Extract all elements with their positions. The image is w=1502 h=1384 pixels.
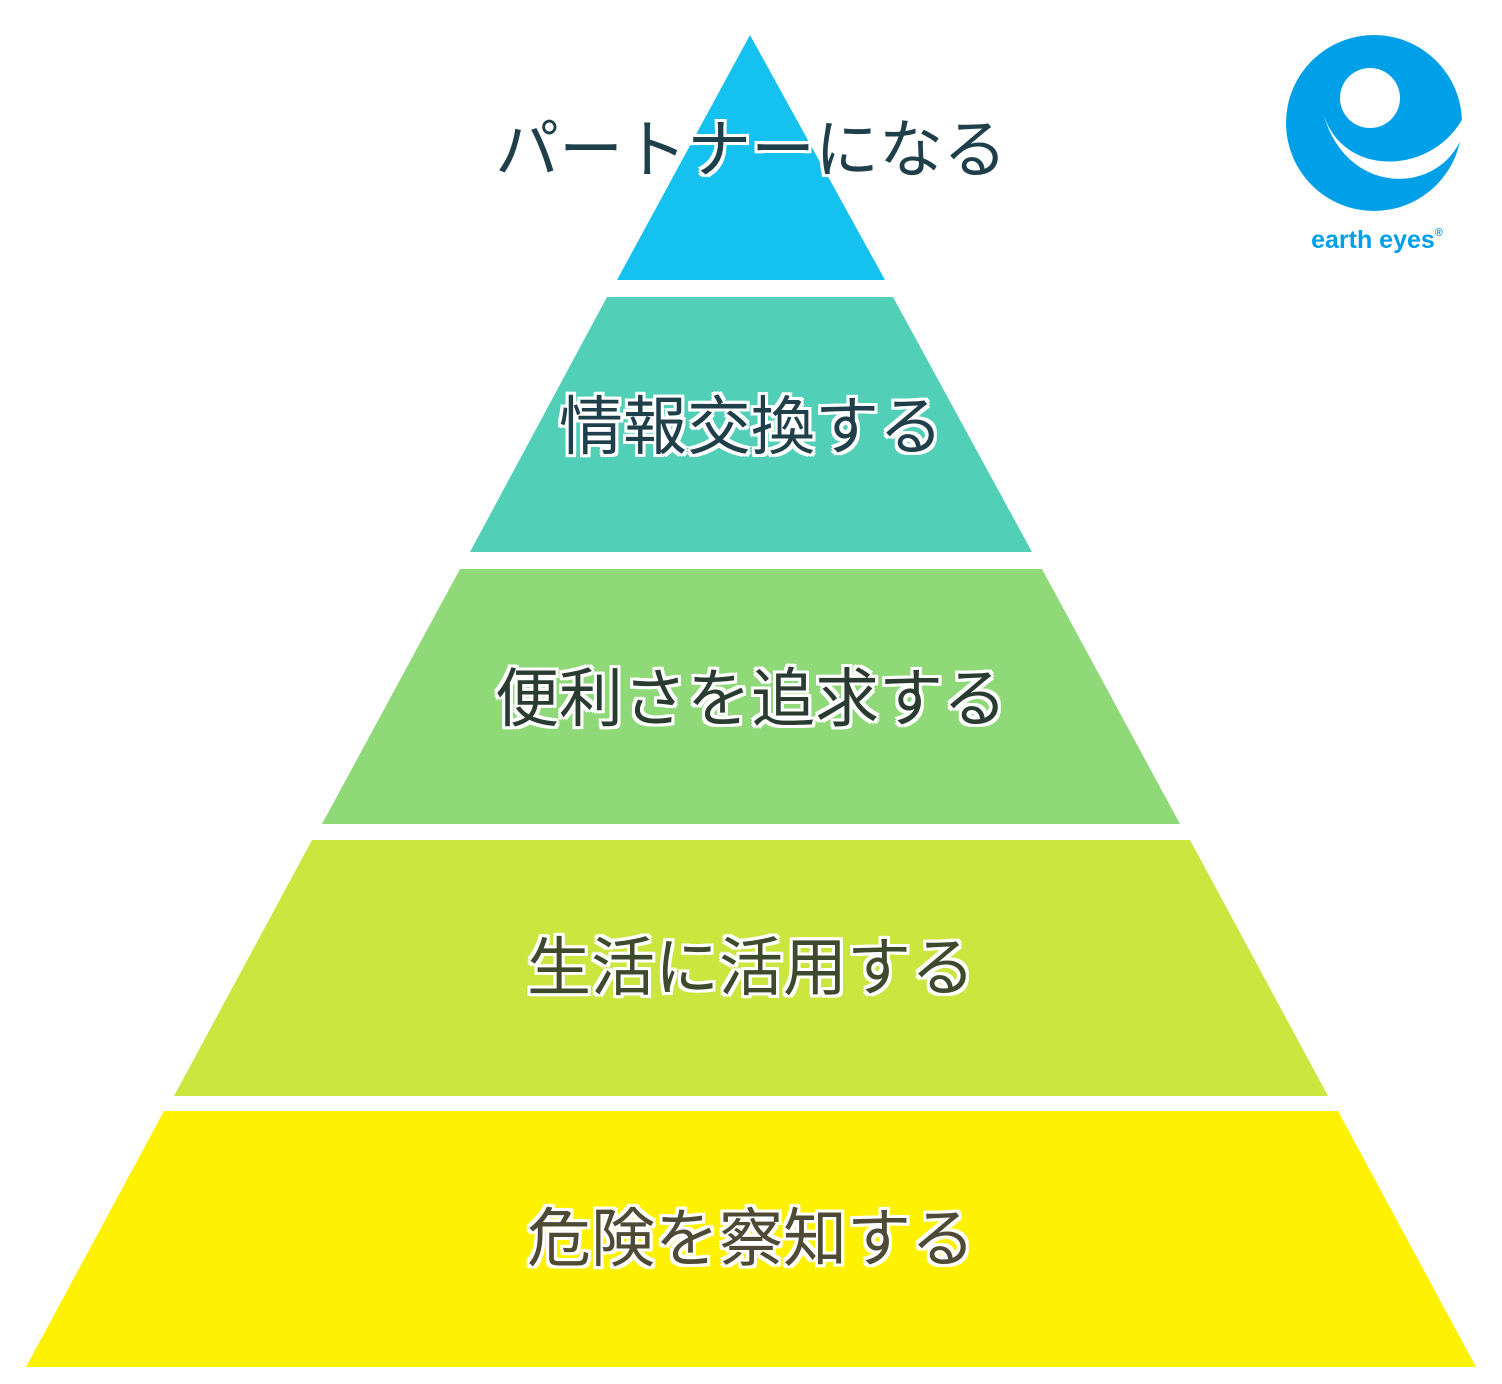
earth-eyes-logo-mark — [1286, 35, 1464, 211]
tier-label-partner: パートナーになる — [495, 114, 1007, 188]
tier-utilize-in-life — [174, 840, 1328, 1096]
earth-eyes-logo: earth eyes® — [1282, 28, 1472, 258]
tier-detect-danger — [26, 1111, 1476, 1367]
tier-label-detect-danger: 危険を察知する — [527, 1203, 975, 1277]
tier-pursue-convenience — [322, 569, 1180, 824]
tier-partner — [617, 35, 885, 280]
tier-label-pursue-convenience: 便利さを追求する — [495, 663, 1007, 737]
tier-label-information-exchange: 情報交換する — [559, 391, 943, 465]
tier-label-utilize-in-life: 生活に活用する — [527, 932, 975, 1006]
logo-wordmark: earth eyes® — [1311, 226, 1443, 254]
tier-information-exchange — [470, 297, 1032, 552]
